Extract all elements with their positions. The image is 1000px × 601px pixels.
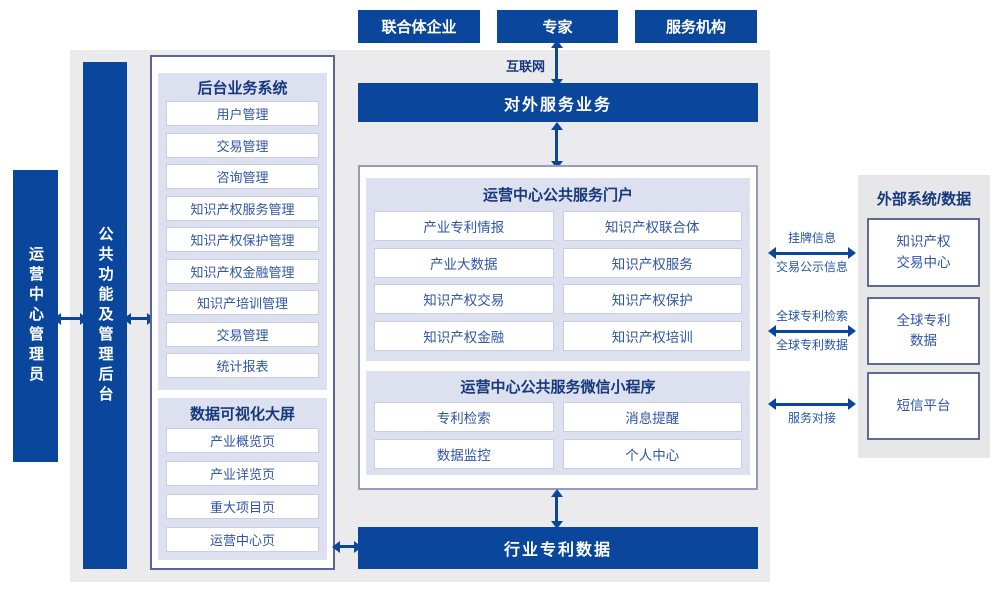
external-systems-title: 外部系统/数据: [876, 191, 972, 208]
backend-system-title: 后台业务系统: [197, 79, 288, 97]
backend-column-box: 后台业务系统 用户管理 交易管理 咨询管理 知识产权服务管理 知识产权保护管理 …: [150, 55, 335, 570]
connection-label-top: 全球专利检索: [775, 309, 848, 323]
portal-item: 知识产权金融: [374, 320, 554, 351]
backend-item: 知识产培训管理: [166, 290, 319, 315]
actor-consortium-enterprises: 联合体企业: [358, 10, 480, 43]
internet-label: 互联网: [505, 59, 545, 74]
external-service-banner: 对外服务业务: [358, 83, 758, 122]
portal-item: 产业大数据: [374, 247, 554, 278]
data-screen-item: 重大项目页: [166, 494, 319, 519]
center-services-box: 运营中心公共服务门户 产业专利情报 知识产权联合体 产业大数据 知识产权服务 知…: [358, 165, 758, 490]
portal-item: 知识产权培训: [562, 320, 742, 351]
external-system-sms-platform: 短信平台: [867, 372, 980, 440]
miniprogram-item: 消息提醒: [562, 402, 742, 432]
miniprogram-item: 个人中心: [562, 438, 742, 469]
industry-patent-data-banner: 行业专利数据: [358, 527, 758, 569]
connection-label-top: [764, 381, 860, 398]
portal-item: 知识产权联合体: [562, 211, 742, 241]
internet-double-arrow: [550, 40, 563, 87]
connection-label-bottom: 交易公示信息: [775, 260, 848, 274]
miniprogram-item: 数据监控: [374, 438, 554, 469]
portal-item: 知识产权保护: [562, 284, 742, 314]
connection-label-bottom: 服务对接: [787, 411, 836, 425]
backend-item: 知识产权金融管理: [166, 258, 319, 284]
portal-title: 运营中心公共服务门户: [482, 187, 633, 204]
portal-item: 知识产权交易: [374, 284, 554, 314]
portal-item: 产业专利情报: [374, 211, 554, 241]
backend-item: 交易管理: [166, 321, 319, 347]
connection-service-docking: 服务对接: [764, 381, 860, 427]
backend-item: 用户管理: [166, 101, 319, 126]
operator-admin-bar: 运营中心管理员: [13, 170, 58, 462]
miniprogram-panel: 运营中心公共服务微信小程序 专利检索 消息提醒 数据监控 个人中心: [366, 371, 750, 475]
data-screen-item: 产业概览页: [166, 428, 319, 453]
external-system-global-patent-data: 全球专利 数据: [867, 297, 980, 365]
portal-item: 知识产权服务: [562, 247, 742, 278]
double-arrow: [768, 398, 856, 410]
backend-item: 交易管理: [166, 132, 319, 158]
connection-label-bottom: 全球专利数据: [775, 338, 848, 352]
backend-management-bar: 公共功能及管理后台: [83, 62, 127, 569]
data-screen-item: 运营中心页: [166, 527, 319, 552]
banner-portal-double-arrow: [550, 122, 563, 169]
data-screen-panel: 数据可视化大屏 产业概览页 产业详览页 重大项目页 运营中心页: [158, 398, 327, 560]
data-screen-title: 数据可视化大屏: [189, 405, 295, 423]
data-screen-item: 产业详览页: [166, 461, 319, 486]
actor-service-agencies: 服务机构: [635, 10, 757, 43]
backend-item: 咨询管理: [166, 164, 319, 189]
miniprogram-data-double-arrow: [550, 489, 563, 529]
connection-label-top: 挂牌信息: [787, 231, 836, 245]
double-arrow: [768, 325, 856, 337]
backend-system-panel: 后台业务系统 用户管理 交易管理 咨询管理 知识产权服务管理 知识产权保护管理 …: [158, 73, 327, 390]
backend-item: 统计报表: [166, 353, 319, 378]
portal-panel: 运营中心公共服务门户 产业专利情报 知识产权联合体 产业大数据 知识产权服务 知…: [366, 178, 750, 361]
admin-backend-double-arrow: [53, 312, 88, 325]
miniprogram-title: 运营中心公共服务微信小程序: [460, 379, 656, 396]
backend-column-double-arrow: [123, 312, 155, 325]
miniprogram-item: 专利检索: [374, 402, 554, 432]
column-banner-double-arrow: [332, 540, 362, 553]
backend-item: 知识产权保护管理: [166, 227, 319, 252]
connection-global-patent: 全球专利检索 全球专利数据: [764, 308, 860, 354]
double-arrow: [768, 247, 856, 259]
backend-item: 知识产权服务管理: [166, 195, 319, 221]
connection-listing-info: 挂牌信息 交易公示信息: [764, 230, 860, 276]
external-system-ip-trading-center: 知识产权 交易中心: [867, 218, 980, 287]
actor-experts: 专家: [497, 10, 618, 43]
